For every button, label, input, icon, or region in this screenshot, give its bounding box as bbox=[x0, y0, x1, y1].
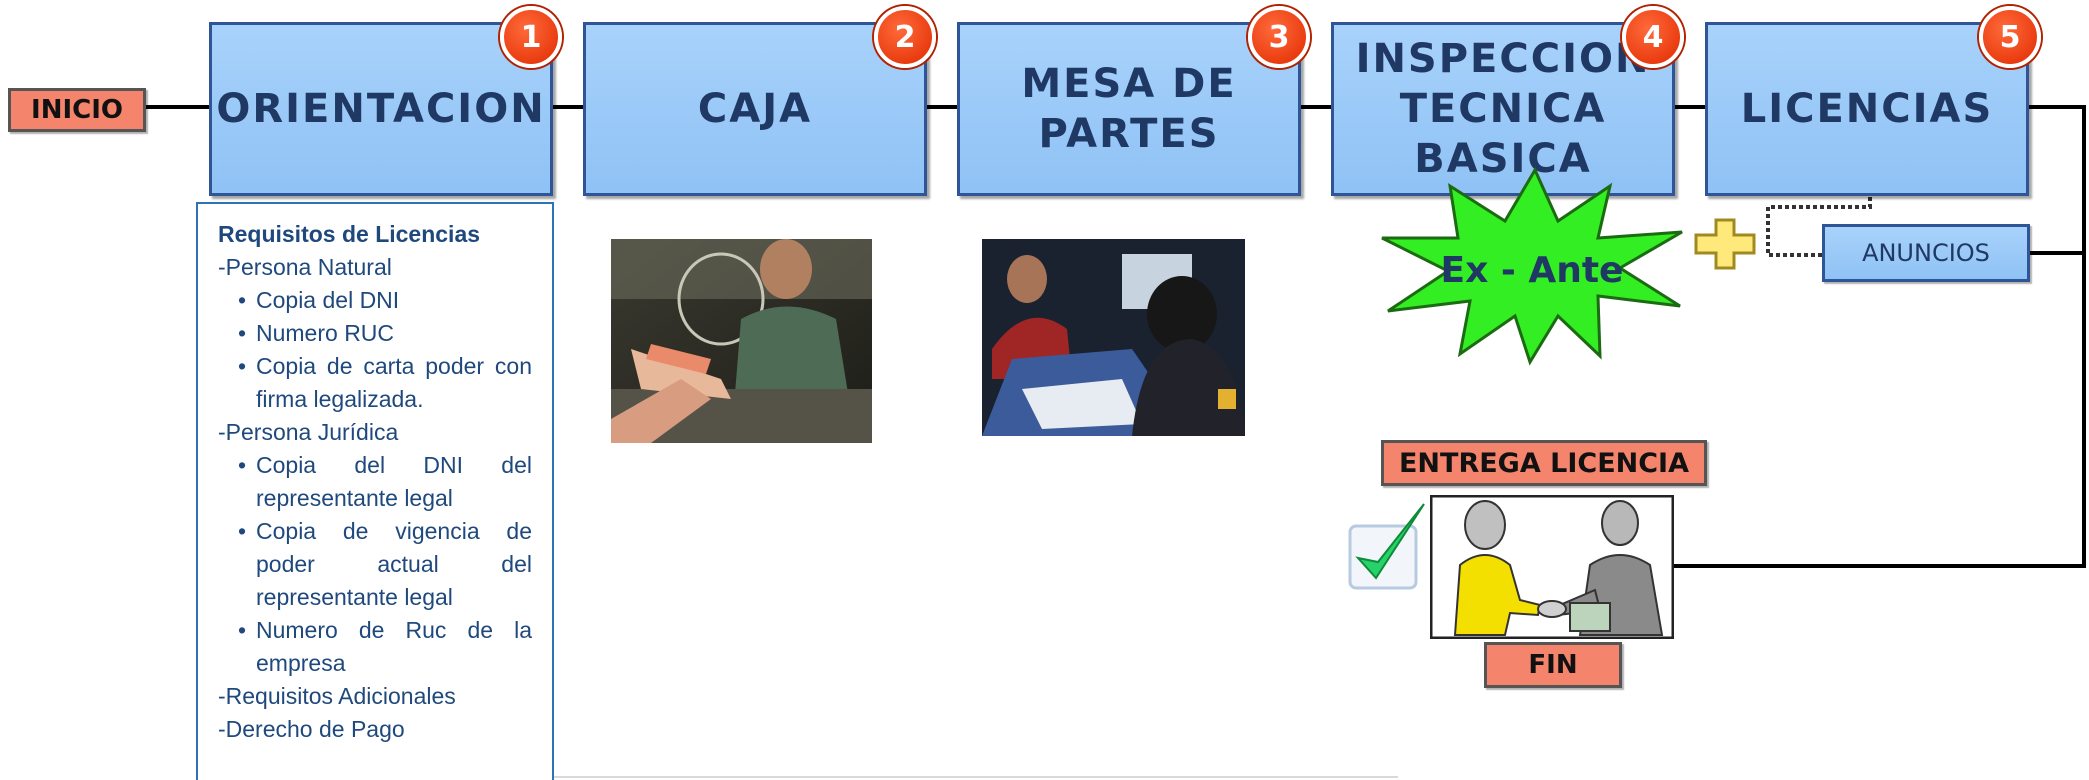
step-label: MESA DE PARTES bbox=[1021, 61, 1237, 157]
extra-requirement: -Requisitos Adicionales bbox=[218, 683, 456, 709]
step-label: CAJA bbox=[697, 86, 813, 132]
step-number-badge: 5 bbox=[1979, 6, 2041, 68]
list-item: Copia del DNI bbox=[238, 284, 532, 317]
natural-list: Copia del DNI Numero RUC Copia de carta … bbox=[218, 284, 532, 416]
connector-line bbox=[1674, 564, 2086, 568]
step-number-badge: 4 bbox=[1622, 6, 1684, 68]
juridica-list: Copia del DNI del representante legal Co… bbox=[218, 449, 532, 680]
start-label: INICIO bbox=[8, 88, 146, 132]
requirements-title: Requisitos de Licencias bbox=[218, 221, 481, 247]
list-item: Numero de Ruc de la empresa bbox=[238, 614, 532, 680]
natural-heading: -Persona Natural bbox=[218, 254, 392, 280]
mesa-partes-photo bbox=[982, 239, 1245, 436]
end-label: FIN bbox=[1484, 642, 1622, 688]
step-label: LICENCIAS bbox=[1740, 86, 1994, 132]
bottom-rule bbox=[554, 776, 1398, 778]
step-licencias[interactable]: LICENCIAS bbox=[1705, 22, 2029, 196]
list-item: Copia de carta poder con firma legalizad… bbox=[238, 350, 532, 416]
entrega-licencia-label: ENTREGA LICENCIA bbox=[1381, 440, 1707, 486]
plus-icon bbox=[1694, 218, 1756, 270]
list-item: Numero RUC bbox=[238, 317, 532, 350]
cashier-photo bbox=[611, 239, 872, 443]
anuncios-box[interactable]: ANUNCIOS bbox=[1822, 224, 2030, 282]
step-number-badge: 1 bbox=[500, 6, 562, 68]
step-label: INSPECCION TECNICA BASICA bbox=[1355, 36, 1651, 182]
step-number-badge: 3 bbox=[1248, 6, 1310, 68]
step-mesa-de-partes[interactable]: MESA DE PARTES bbox=[957, 22, 1301, 196]
connector-line bbox=[2082, 105, 2086, 568]
ex-ante-label: Ex - Ante bbox=[1441, 250, 1624, 291]
extra-requirement: -Derecho de Pago bbox=[218, 716, 405, 742]
step-orientacion[interactable]: ORIENTACION bbox=[209, 22, 553, 196]
juridica-heading: -Persona Jurídica bbox=[218, 419, 399, 445]
requirements-box: Requisitos de Licencias -Persona Natural… bbox=[196, 202, 554, 780]
connector-line bbox=[2030, 251, 2084, 255]
step-number-badge: 2 bbox=[874, 6, 936, 68]
check-icon bbox=[1348, 503, 1425, 590]
dotted-connector bbox=[1766, 197, 1872, 257]
list-item: Copia del DNI del representante legal bbox=[238, 449, 532, 515]
handshake-icon bbox=[1430, 495, 1674, 639]
step-inspeccion[interactable]: INSPECCION TECNICA BASICA bbox=[1331, 22, 1675, 196]
list-item: Copia de vigencia de poder actual del re… bbox=[238, 515, 532, 614]
ex-ante-starburst: Ex - Ante bbox=[1381, 166, 1683, 366]
step-label: ORIENTACION bbox=[216, 86, 546, 132]
step-caja[interactable]: CAJA bbox=[583, 22, 927, 196]
